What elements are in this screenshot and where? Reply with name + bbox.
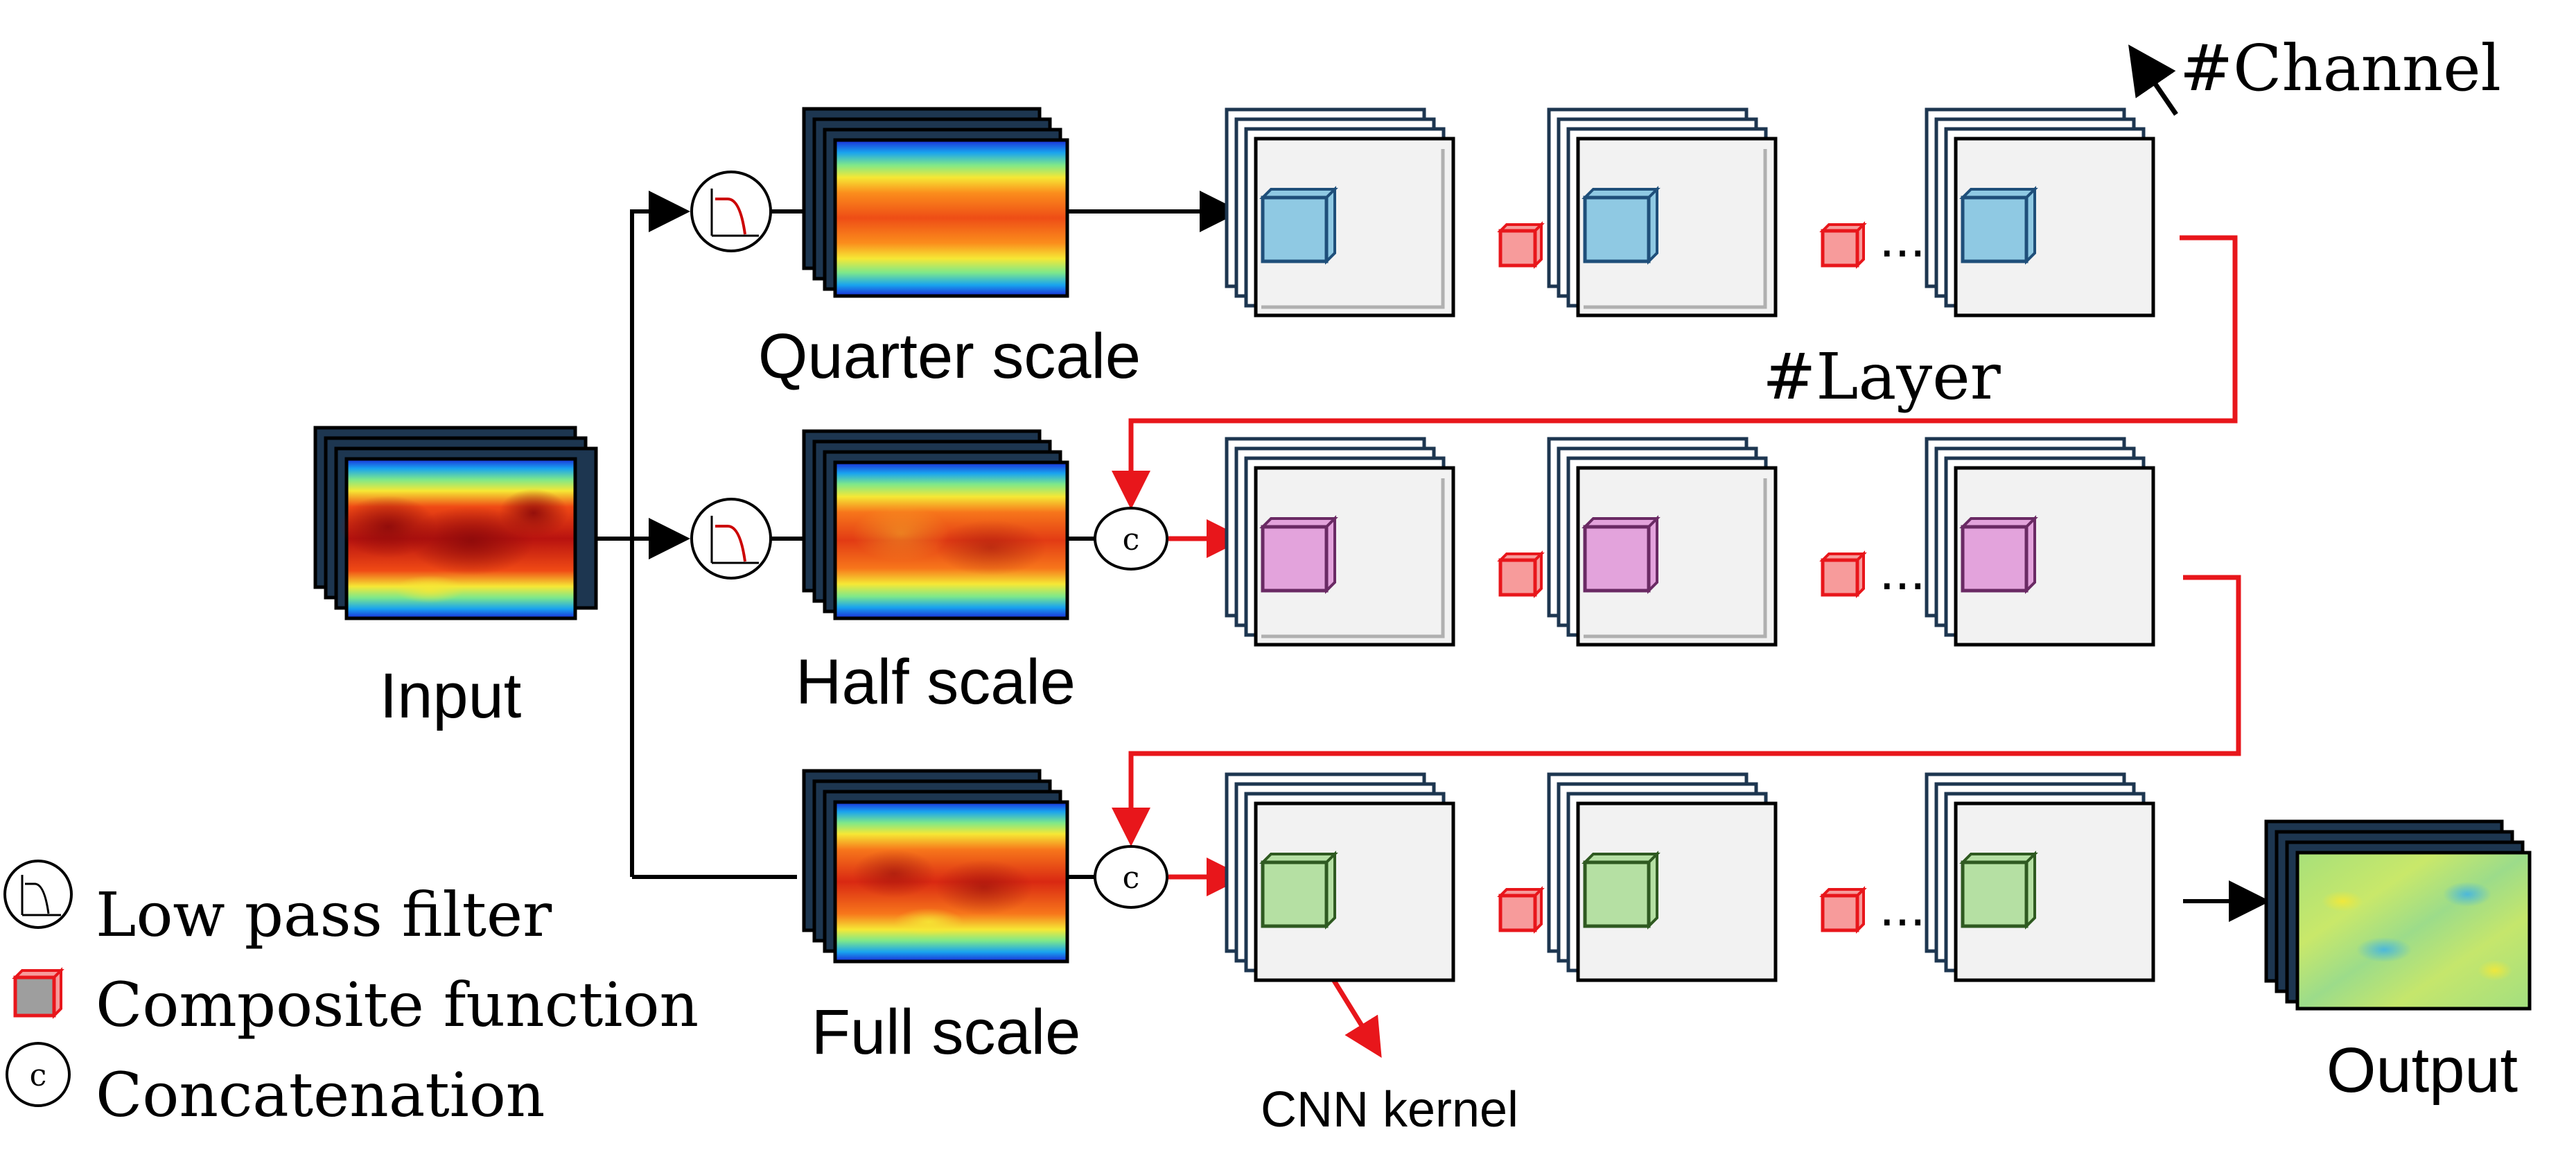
input-branch-lines xyxy=(575,191,2270,922)
composite-function-cube xyxy=(1497,550,1545,598)
depth-guide xyxy=(1584,478,1767,638)
svg-text:c: c xyxy=(1123,522,1140,557)
cnn-kernel-label: CNN kernel xyxy=(1261,1082,1518,1138)
full-scale-label: Full scale xyxy=(812,997,1081,1068)
feature-layer-quarter-3 xyxy=(1925,107,2155,317)
composite-function-cubes xyxy=(1497,221,1867,934)
cnn-kernel-cube xyxy=(1581,851,1661,930)
svg-text:c: c xyxy=(30,1058,47,1093)
feature-layer-full-3 xyxy=(1925,772,2155,982)
legend-low-pass-text: Low pass filter xyxy=(96,879,552,950)
layer-blocks xyxy=(1225,107,2155,982)
concat-symbol-half: c xyxy=(1094,507,1168,571)
feature-map-plate xyxy=(1954,137,2155,317)
feature-layer-full-1 xyxy=(1225,772,1455,982)
input-label: Input xyxy=(380,661,522,731)
feature-layer-quarter-1 xyxy=(1225,107,1455,317)
feature-layer-half-1 xyxy=(1225,437,1455,647)
legend-low-pass-icon xyxy=(3,860,73,929)
layer-label: #Layer xyxy=(1762,340,2000,414)
legend-concat-text: Concatenation xyxy=(96,1059,545,1131)
cnn-kernel-cube xyxy=(1259,186,1338,265)
depth-guide xyxy=(1261,478,1445,638)
ellipsis-row-quarter: ... xyxy=(1880,207,1926,268)
composite-function-cube xyxy=(1497,886,1545,934)
legend-concat-icon: c xyxy=(6,1042,71,1107)
output-label: Output xyxy=(2327,1035,2518,1106)
channel-arrow xyxy=(2128,44,2178,116)
cnn-kernel-cube xyxy=(1959,515,2038,594)
concat-symbol-full: c xyxy=(1094,845,1168,909)
cnn-kernel-cube xyxy=(1259,851,1338,930)
svg-text:c: c xyxy=(1123,860,1140,896)
cnn-kernel-cube xyxy=(1959,851,2038,930)
cnn-kernel-cube xyxy=(1581,515,1661,594)
legend-composite-icon xyxy=(12,967,64,1019)
legend-composite-text: Composite function xyxy=(96,969,699,1041)
half-scale-label: Half scale xyxy=(796,647,1076,717)
composite-function-cube xyxy=(1819,550,1867,598)
full-scale-stack xyxy=(802,769,1069,964)
cnn-kernel-cube xyxy=(1959,186,2038,265)
cnn-kernel-cube xyxy=(1259,515,1338,594)
cnn-kernel-cube xyxy=(1581,186,1661,265)
quarter-scale-stack xyxy=(802,107,1069,298)
input-feature-stack xyxy=(313,426,598,620)
output-feature-stack xyxy=(2264,819,2532,1011)
feature-layer-quarter-2 xyxy=(1547,107,1778,317)
ellipsis-row-full: ... xyxy=(1880,876,1926,937)
legend: Low pass filter Composite function c Con… xyxy=(3,860,699,1131)
feature-layer-half-2 xyxy=(1547,437,1778,647)
quarter-scale-label: Quarter scale xyxy=(758,321,1141,392)
low-pass-filter-symbol-half xyxy=(690,498,772,580)
depth-guide xyxy=(1584,149,1767,309)
low-pass-filter-symbol-quarter xyxy=(690,171,772,252)
half-scale-stack xyxy=(802,429,1069,620)
depth-guide xyxy=(1261,149,1445,309)
composite-function-cube xyxy=(1497,221,1545,269)
feature-layer-half-3 xyxy=(1925,437,2155,647)
feature-layer-full-2 xyxy=(1547,772,1778,982)
composite-function-cube xyxy=(1819,221,1867,269)
red-connection-lines xyxy=(1112,235,2241,1058)
composite-function-cube xyxy=(1819,886,1867,934)
channel-label: #Channel xyxy=(2180,31,2501,105)
ellipsis-row-half: ... xyxy=(1880,539,1926,601)
